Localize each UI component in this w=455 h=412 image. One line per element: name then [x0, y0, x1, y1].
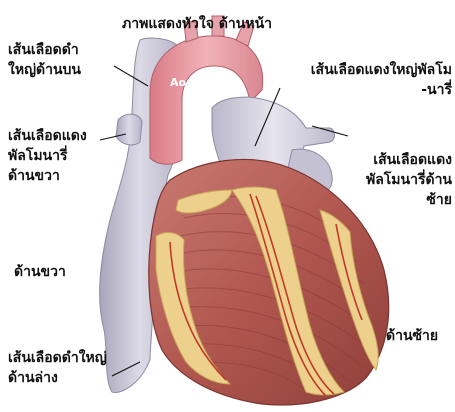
aorta-label: Aorta: [170, 76, 204, 89]
left-pulmonary-artery-label: เส้นเลือดแดง พัลโมนารี่ด้าน ซ้าย: [340, 150, 452, 210]
inferior-vena-cava-label: เส้นเลือดดำใหญ่ ด้านล่าง: [8, 348, 107, 388]
diagram-title: ภาพแสดงหัวใจ ด้านหน้า: [122, 14, 272, 34]
left-side-label: ด้านซ้าย: [386, 326, 438, 346]
right-side-label: ด้านขวา: [14, 262, 66, 282]
superior-vena-cava-label: เส้นเลือดดำ ใหญ่ด้านบน: [8, 40, 81, 80]
pulmonary-trunk-label: เส้นเลือดแดงใหญ่พัลโม -นารี่: [284, 60, 452, 100]
right-pulmonary-artery-label: เส้นเลือดแดง พัลโมนารี่ ด้านขวา: [8, 126, 87, 186]
right-pulmonary-artery-vessel: [116, 114, 142, 145]
